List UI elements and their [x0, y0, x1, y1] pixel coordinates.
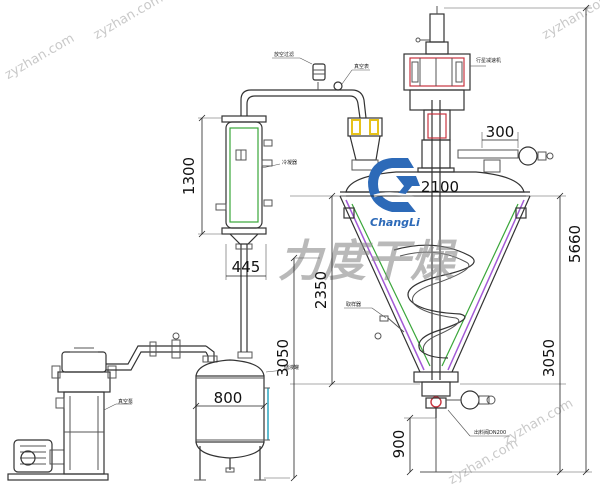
- condenser: 冷凝器 1300 445: [180, 114, 297, 280]
- watermark-bottom: zyzhan.com: [446, 436, 521, 488]
- vapor-line: 放空过滤 真空表: [240, 51, 383, 171]
- receiver-tank: 储液罐: [194, 351, 299, 481]
- dim-300: 300: [486, 123, 515, 141]
- callout-reducer: 行星减速机: [476, 57, 501, 64]
- dim-left-chain: 2350 3050: [264, 192, 420, 482]
- callout-receiver: 储液罐: [284, 364, 299, 371]
- dim-2100-group: 2100: [346, 178, 526, 197]
- dim-900: 900: [390, 430, 408, 459]
- vacuum-pump-unit: 真空泵: [7, 347, 133, 481]
- dim-800-group: 800: [192, 389, 268, 410]
- watermark-top-left: zyzhan.com: [2, 31, 77, 83]
- callout-sampler: 取样器: [346, 301, 361, 308]
- callout-discharge: 出料阀DN200: [474, 429, 506, 436]
- drive-assembly: 行星减速机 300: [403, 6, 519, 173]
- dim-800: 800: [214, 389, 243, 407]
- watermark-top: zyzhan.com: [91, 0, 166, 43]
- dim-2100: 2100: [421, 178, 459, 196]
- dim-right-chain: 5660 3050 900: [390, 4, 592, 476]
- watermark-top-right: zyzhan.com: [540, 0, 600, 43]
- changli-logo: ChangLi: [368, 158, 421, 229]
- brand-watermark: 力度干燥: [278, 236, 458, 287]
- dim-1300: 1300: [180, 157, 198, 195]
- callout-vacuum-gauge: 真空表: [354, 63, 369, 70]
- dim-3050-left: 3050: [274, 339, 292, 377]
- callout-vacuum-pump: 真空泵: [118, 398, 133, 405]
- conical-dryer: 取样器 出料阀DN200: [339, 100, 554, 437]
- logo-text: ChangLi: [370, 216, 420, 229]
- dim-445: 445: [232, 258, 261, 276]
- dim-5660: 5660: [566, 225, 584, 263]
- dim-3050-right: 3050: [540, 339, 558, 377]
- dim-2350: 2350: [312, 271, 330, 309]
- callout-condenser: 冷凝器: [282, 159, 297, 166]
- pump-suction-pipe: [106, 332, 218, 371]
- callout-vent-valve: 放空过滤: [274, 51, 294, 58]
